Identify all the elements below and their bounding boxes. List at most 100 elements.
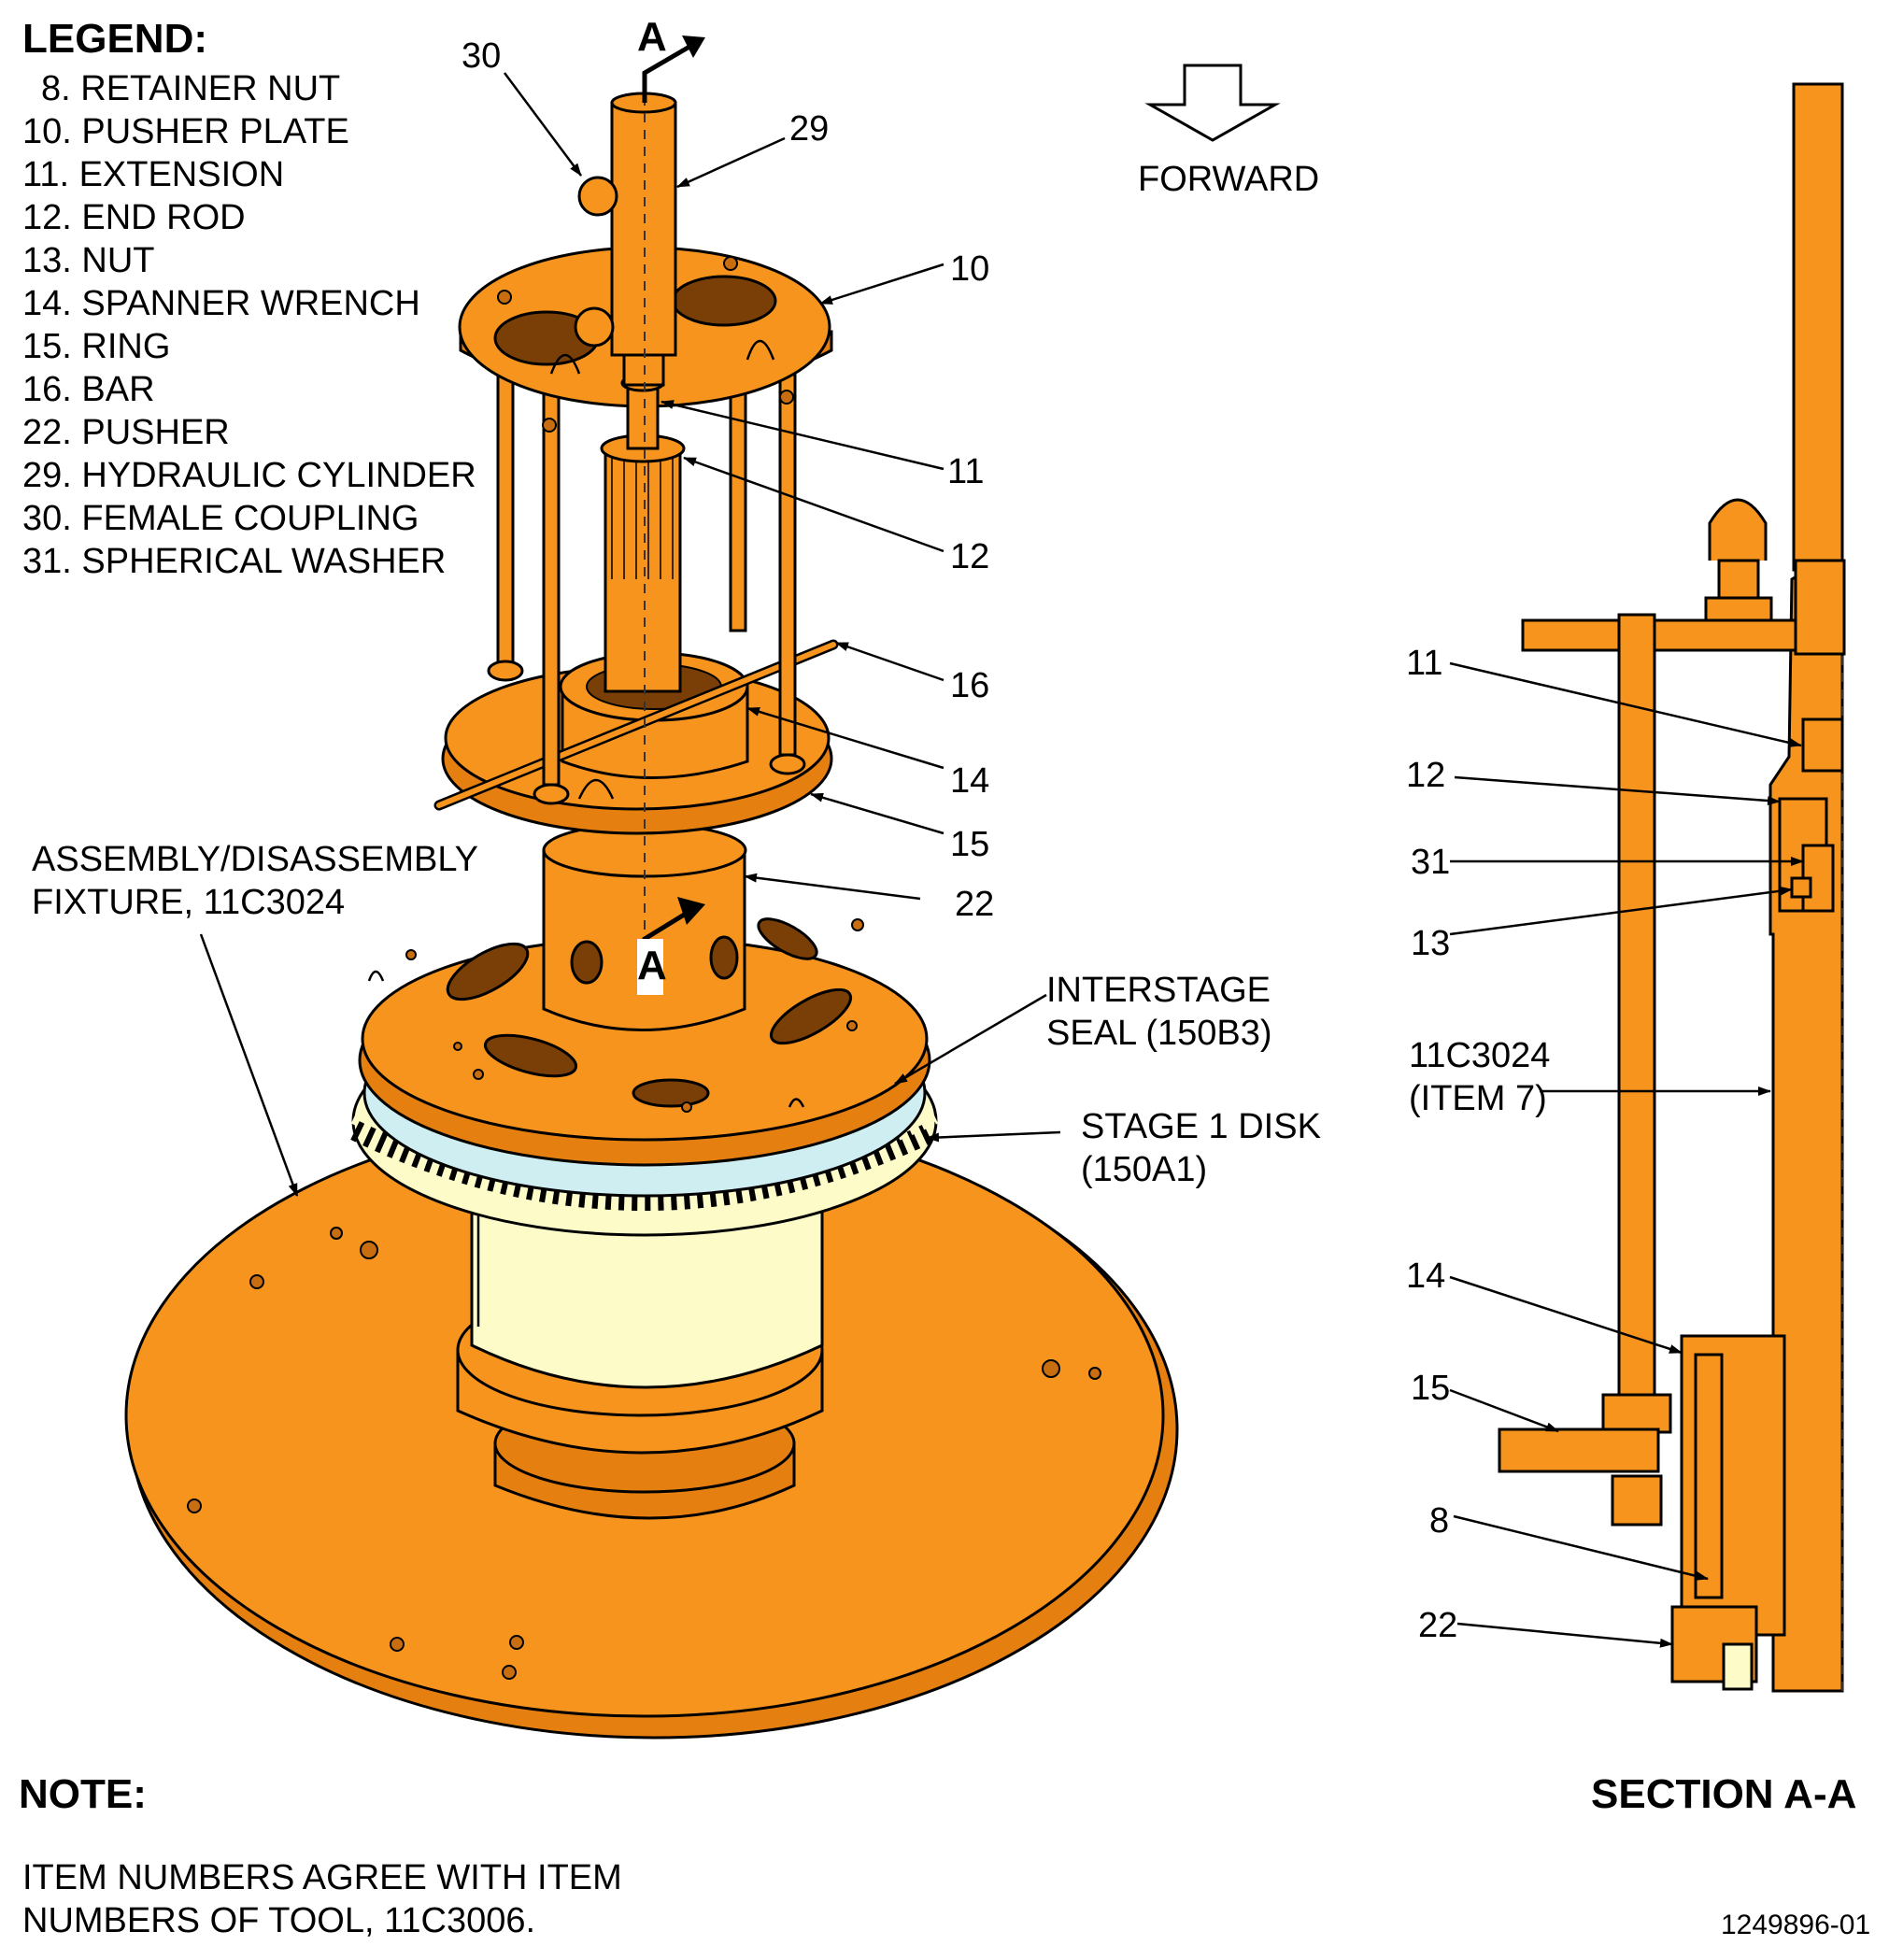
eyebolt: [577, 778, 615, 800]
stage-1-disk-body: [470, 1185, 824, 1389]
seal-label-line-2: SEAL (150B3): [1046, 1014, 1272, 1053]
hole: [390, 1637, 405, 1652]
legend-item: 15. RING: [22, 327, 170, 366]
tie-rod: [542, 348, 561, 787]
end-rod-splines: [611, 458, 674, 579]
hole: [846, 1020, 858, 1031]
hole: [509, 1635, 524, 1650]
legend-item: 31. SPHERICAL WASHER: [22, 542, 446, 581]
section-retainer-nut: [1694, 1353, 1724, 1599]
eyebolt: [367, 970, 385, 982]
section-extension: [1801, 717, 1844, 773]
leader-s13: [1449, 886, 1793, 936]
legend-item: 11. EXTENSION: [22, 155, 284, 194]
legend-item: 10. PUSHER PLATE: [22, 112, 349, 151]
extension: [626, 381, 660, 450]
seal-label-line-1: INTERSTAGE: [1046, 971, 1271, 1010]
leader-10: [819, 263, 944, 305]
legend: LEGEND: 8. RETAINER NUT 10. PUSHER PLATE…: [22, 16, 476, 581]
forward-indicator: FORWARD: [1138, 64, 1319, 199]
section-leaders: [1449, 661, 1804, 1648]
hole: [779, 390, 794, 405]
hole: [405, 949, 417, 960]
note-title: NOTE:: [19, 1771, 147, 1817]
leader-s11: [1449, 661, 1802, 747]
leader-22: [744, 873, 921, 901]
leader-fixture: [199, 933, 299, 1197]
hole: [360, 1241, 378, 1259]
section-view: [1498, 82, 1846, 1693]
section-title: SECTION A-A: [1591, 1771, 1856, 1817]
bar-fill: [436, 642, 836, 808]
fixture-label-line-2: FIXTURE, 11C3024: [32, 883, 345, 922]
arrow-head-icon: [682, 36, 705, 58]
section-ring: [1498, 1427, 1660, 1473]
section-tie-rod: [1617, 613, 1656, 1397]
section-rod-bottom-nut: [1611, 1474, 1663, 1527]
pusher-window: [570, 940, 604, 985]
pusher-plate-cutout: [671, 275, 777, 327]
disk-label-line-1: STAGE 1 DISK: [1081, 1107, 1321, 1146]
callout-29: 29: [789, 109, 829, 149]
callout-15: 15: [950, 825, 989, 864]
hole: [249, 1274, 264, 1289]
notes: NOTE: ITEM NUMBERS AGREE WITH ITEM NUMBE…: [19, 1771, 622, 1940]
leader-s8: [1453, 1514, 1709, 1581]
leader-disk: [926, 1130, 1061, 1143]
section-plate-hub: [1794, 559, 1846, 656]
section-eyebolt-fill: [1708, 498, 1768, 561]
section-callout-14: 14: [1406, 1257, 1445, 1296]
coupling: [574, 306, 615, 348]
callout-10: 10: [950, 249, 989, 289]
hole: [187, 1498, 202, 1513]
leader-12: [683, 456, 944, 553]
section-callout-12: 12: [1406, 756, 1445, 795]
section-nut: [1790, 876, 1812, 899]
hole: [497, 290, 512, 305]
hole: [681, 1101, 692, 1113]
arrow-head-icon: [677, 897, 705, 925]
hole: [502, 1665, 517, 1680]
hole: [723, 256, 738, 271]
forward-arrow-icon: [1144, 64, 1281, 142]
hole: [453, 1042, 462, 1051]
leader-s22: [1456, 1622, 1673, 1648]
hole: [473, 1069, 484, 1080]
section-callout-item7-line-2: (ITEM 7): [1409, 1079, 1547, 1118]
legend-item: 29. HYDRAULIC CYLINDER: [22, 456, 476, 495]
callout-14: 14: [950, 761, 989, 801]
callout-16: 16: [950, 666, 989, 705]
main-leaders: [199, 72, 1061, 1197]
fixture-windows: [446, 917, 853, 1108]
forward-label: FORWARD: [1138, 160, 1319, 199]
leader-29: [676, 136, 786, 189]
section-callouts: 11 12 31 13 11C3024 (ITEM 7) 14 15 8 22: [1406, 644, 1550, 1645]
note-line-2: NUMBERS OF TOOL, 11C3006.: [22, 1901, 535, 1940]
end-rod: [604, 447, 682, 693]
leader-15: [810, 792, 944, 835]
section-rod-nut: [1601, 1393, 1672, 1434]
section-callout-13: 13: [1411, 924, 1450, 963]
hydraulic-cylinder: [610, 101, 677, 357]
legend-item: 12. END ROD: [22, 198, 246, 237]
section-marker-top: A: [637, 14, 667, 60]
hole: [542, 418, 557, 433]
legend-item: 22. PUSHER: [22, 413, 230, 452]
window: [446, 942, 530, 1001]
hole: [330, 1227, 343, 1240]
callout-12: 12: [950, 537, 989, 576]
legend-title: LEGEND:: [22, 16, 207, 62]
section-callout-item7-line-1: 11C3024: [1409, 1036, 1550, 1075]
leader-s12: [1454, 775, 1781, 806]
window: [769, 987, 853, 1045]
section-callout-15: 15: [1411, 1369, 1450, 1408]
leader-14: [746, 706, 944, 770]
section-marker-bg: [637, 939, 663, 995]
legend-item: 16. BAR: [22, 370, 155, 409]
window: [483, 1033, 578, 1078]
eyebolt: [788, 1098, 805, 1108]
window: [632, 1078, 710, 1108]
hole: [1088, 1367, 1101, 1380]
legend-item: 8. RETAINER NUT: [41, 69, 340, 108]
